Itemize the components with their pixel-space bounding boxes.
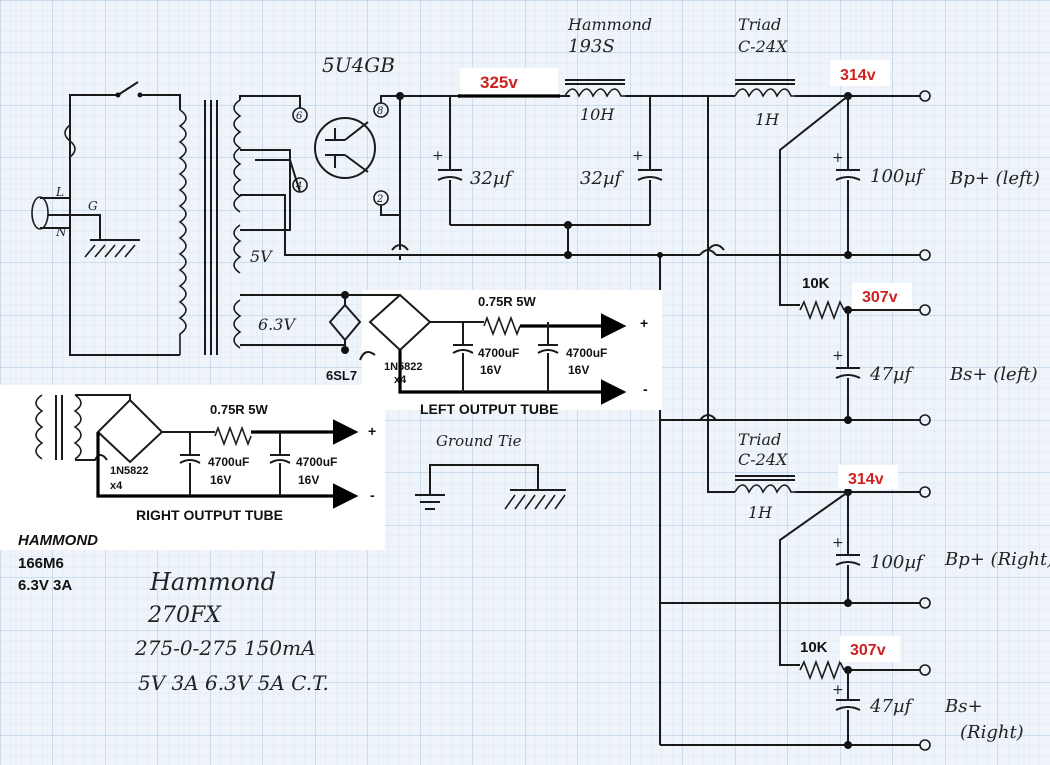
mains-live-label: L bbox=[55, 185, 64, 199]
mains-ground-label: G bbox=[88, 199, 98, 213]
left-cap2-line1: 4700uF bbox=[566, 346, 607, 360]
left-choke-model: C-24X bbox=[738, 37, 788, 56]
voltage-307-right: 307v bbox=[850, 642, 886, 659]
right-choke-value: 1H bbox=[748, 503, 773, 522]
mains-neutral-label: N bbox=[55, 225, 67, 239]
left-diodes-line1: 1N5822 bbox=[384, 361, 423, 373]
svg-text:+: + bbox=[832, 682, 844, 698]
pin-8: 8 bbox=[377, 106, 383, 117]
right-diodes-line1: 1N5822 bbox=[110, 465, 149, 477]
cap-bs-right-label: 47µf bbox=[869, 696, 915, 717]
svg-text:+: + bbox=[832, 535, 844, 551]
main-choke: Hammond 193S 10H bbox=[564, 15, 735, 124]
left-supply-title: LEFT OUTPUT TUBE bbox=[420, 401, 558, 417]
power-xfmr-model: 270FX bbox=[147, 603, 222, 628]
cap-bp-left-label: 100µf bbox=[870, 166, 926, 187]
left-resistor-label: 0.75R 5W bbox=[478, 294, 537, 309]
svg-text:+: + bbox=[832, 150, 844, 166]
right-minus: - bbox=[370, 487, 375, 503]
left-heater-supply: 6SL7 1N5822 x4 0.75R 5W + - 4700uF 16V 4… bbox=[240, 290, 662, 417]
cap-c2-label: 32µf bbox=[580, 168, 625, 189]
cap-bs-left-label: 47µf bbox=[869, 364, 915, 385]
left-choke-brand: Triad bbox=[738, 15, 781, 34]
right-cap1-line1: 4700uF bbox=[208, 455, 249, 469]
output-bs-right-line1: Bs+ bbox=[944, 696, 983, 717]
right-supply-title: RIGHT OUTPUT TUBE bbox=[136, 507, 283, 523]
left-cap1-line1: 4700uF bbox=[478, 346, 519, 360]
svg-text:+: + bbox=[432, 148, 444, 164]
power-transformer bbox=[178, 99, 242, 355]
main-choke-model: 193S bbox=[568, 36, 615, 57]
rectifier-label: 5U4GB bbox=[322, 53, 395, 77]
power-xfmr-rating1: 275-0-275 150mA bbox=[134, 636, 316, 660]
left-cap1-line2: 16V bbox=[480, 363, 501, 377]
cap-bp-right-label: 100µf bbox=[870, 552, 926, 573]
resistor-left-label: 10K bbox=[802, 275, 830, 292]
svg-text:+: + bbox=[832, 348, 844, 364]
output-bs-right-line2: (Right) bbox=[960, 722, 1024, 743]
right-diodes-line2: x4 bbox=[110, 480, 123, 492]
ground-tie: Ground Tie bbox=[415, 432, 566, 510]
hv-winding-label: 5V bbox=[250, 247, 273, 266]
left-cap2-line2: 16V bbox=[568, 363, 589, 377]
right-resistor-label: 0.75R 5W bbox=[210, 402, 269, 417]
right-bs-stage: 10K 307v + 47µf Bs+ (Right) bbox=[660, 636, 1024, 751]
rectifier-tube: 5U4GB 6 8 4 2 bbox=[239, 53, 600, 256]
output-bs-left: Bs+ (left) bbox=[949, 364, 1038, 385]
right-cap2-line2: 16V bbox=[298, 473, 319, 487]
right-cap1-line2: 16V bbox=[210, 473, 231, 487]
rectifier-envelope bbox=[314, 117, 376, 179]
pin-6: 6 bbox=[296, 111, 303, 122]
main-choke-brand: Hammond bbox=[567, 15, 652, 34]
voltage-307-left: 307v bbox=[862, 289, 898, 306]
right-heater-supply: 1N5822 x4 0.75R 5W + - 4700uF 16V 4700uF… bbox=[0, 385, 385, 550]
heater-xfmr-rating: 6.3V 3A bbox=[18, 577, 72, 594]
heater-xfmr-model: 166M6 bbox=[18, 555, 64, 572]
voltage-314-right: 314v bbox=[848, 471, 884, 488]
left-minus: - bbox=[643, 381, 648, 397]
main-choke-value: 10H bbox=[580, 105, 615, 124]
fil-winding-label: 6.3V bbox=[258, 315, 296, 334]
resistor-right-label: 10K bbox=[800, 639, 828, 656]
voltage-314-left: 314v bbox=[840, 67, 876, 84]
heater-xfmr-brand: HAMMOND bbox=[18, 532, 98, 549]
right-choke-brand: Triad bbox=[738, 430, 781, 449]
right-choke-model: C-24X bbox=[738, 450, 788, 469]
output-bp-right: Bp+ (Right) bbox=[944, 549, 1050, 570]
voltage-325: 325v bbox=[480, 73, 518, 92]
power-xfmr-brand: Hammond bbox=[149, 568, 276, 596]
tube-6sl7-label: 6SL7 bbox=[326, 368, 357, 383]
left-bs-stage: 10K 307v + 47µf Bs+ (left) bbox=[660, 275, 1038, 426]
right-cap2-line1: 4700uF bbox=[296, 455, 337, 469]
svg-text:+: + bbox=[632, 148, 644, 164]
right-bp-stage: Triad C-24X 1H + 100µf 314v Bp+ (Right) bbox=[660, 414, 1050, 666]
pin-2: 2 bbox=[376, 194, 383, 205]
left-choke-value: 1H bbox=[755, 110, 780, 129]
ground-tie-label: Ground Tie bbox=[436, 432, 522, 450]
mains-input: L G N bbox=[31, 81, 181, 356]
reservoir-caps: + 32µf + 32µf bbox=[432, 96, 663, 259]
left-plus: + bbox=[640, 315, 648, 331]
output-bp-left: Bp+ (left) bbox=[949, 168, 1040, 189]
left-bp-stage: Triad C-24X 1H + 100µf 314v Bp+ (left) bbox=[707, 15, 1040, 460]
power-xfmr-rating2: 5V 3A 6.3V 5A C.T. bbox=[138, 671, 329, 695]
right-plus: + bbox=[368, 423, 376, 439]
cap-c1-label: 32µf bbox=[470, 168, 515, 189]
